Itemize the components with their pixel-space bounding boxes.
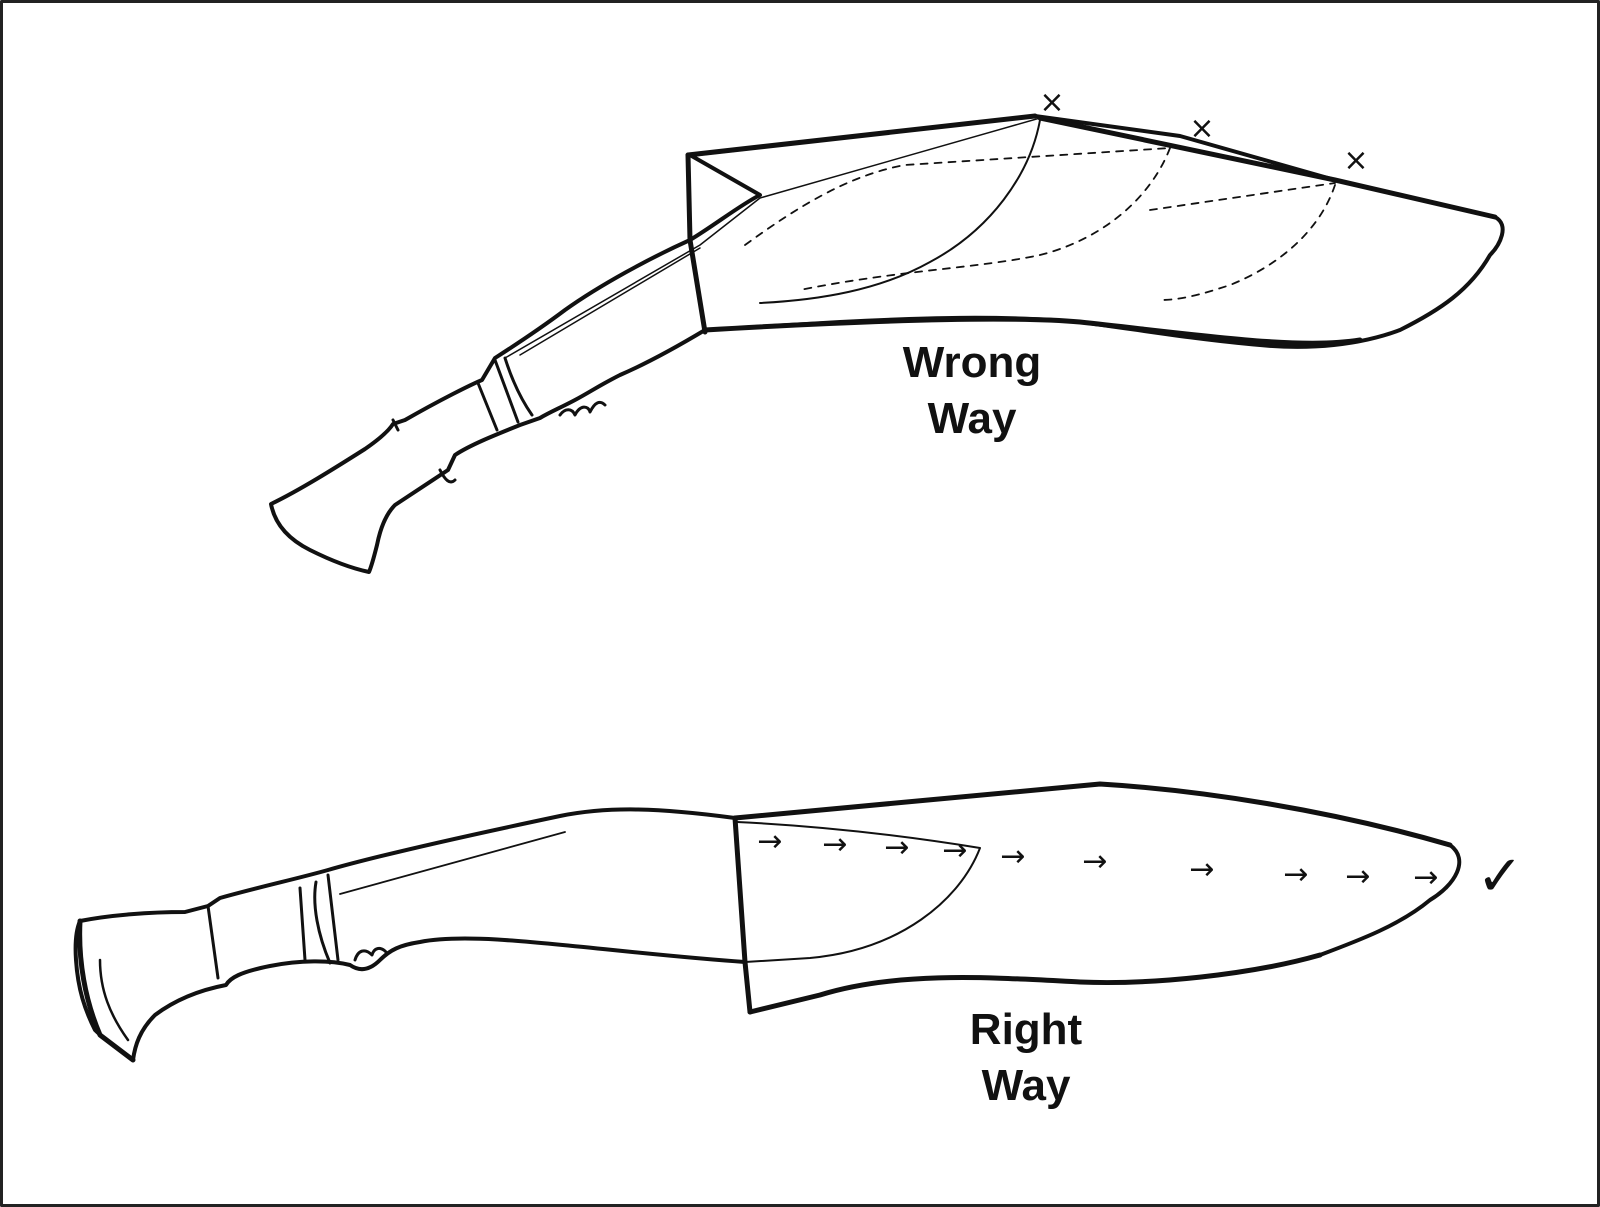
wrong-way-knife — [269, 113, 1505, 574]
right-way-label-line-2: Way — [981, 1061, 1071, 1110]
wrong-stroke-dashed-2 — [799, 147, 1171, 291]
wrong-bolster-line — [685, 152, 708, 335]
wrong-way-label: Wrong Way — [842, 335, 1102, 447]
wrong-handle-groove — [391, 418, 457, 484]
right-edge-bold — [747, 952, 1323, 1015]
wrong-handle-notches — [558, 400, 607, 417]
wrong-fuller-line-2 — [519, 247, 701, 356]
stroke-arrow: → — [1283, 857, 1308, 892]
stroke-arrow: → — [1000, 839, 1025, 874]
wrong-way-label-line-1: Wrong — [902, 338, 1042, 387]
right-way-label-line-1: Right — [969, 1005, 1083, 1054]
wrong-knife-outline — [269, 114, 1505, 574]
wrong-spine-bold — [685, 113, 1498, 220]
check-mark-icon: ✓ — [1477, 844, 1524, 909]
wrong-fuller-line — [504, 117, 1041, 359]
stroke-arrow: → — [1413, 860, 1438, 895]
wrong-x-marker-2: × — [1189, 111, 1214, 146]
right-spine-bold — [732, 781, 1453, 848]
stroke-arrow: → — [942, 833, 967, 868]
right-bolster-line — [732, 815, 753, 1015]
right-handle-butt-inner — [98, 958, 130, 1042]
stroke-arrow: → — [884, 830, 909, 865]
wrong-stroke-dashed-4 — [1159, 184, 1336, 301]
wrong-ferrule — [476, 356, 534, 432]
right-fuller-line — [339, 831, 566, 895]
right-handle-butt — [77, 918, 136, 1063]
stroke-arrow: → — [757, 824, 782, 859]
right-way-arrows: → → → → → → → → → → ✓ — [757, 824, 1523, 909]
wrong-x-marker-3: × — [1343, 143, 1368, 178]
wrong-edge-bold — [702, 316, 1363, 346]
stroke-arrow: → — [1082, 844, 1107, 879]
right-way-knife — [73, 781, 1462, 1063]
wrong-way-label-line-2: Way — [927, 394, 1017, 443]
wrong-stroke-solid — [759, 119, 1041, 304]
wrong-way-markers: × × × — [1039, 85, 1368, 178]
wrong-stroke-dashed-1 — [744, 147, 1171, 246]
right-ferrule — [206, 873, 340, 980]
stroke-arrow: → — [1189, 852, 1214, 887]
wrong-stroke-dashed-3 — [1149, 182, 1336, 211]
stroke-arrow: → — [1345, 859, 1370, 894]
wrong-x-marker-1: × — [1039, 85, 1064, 120]
right-stroke-solid — [736, 821, 981, 963]
right-way-label: Right Way — [896, 1002, 1156, 1114]
right-handle-notches — [353, 946, 388, 962]
stroke-arrow: → — [822, 827, 847, 862]
